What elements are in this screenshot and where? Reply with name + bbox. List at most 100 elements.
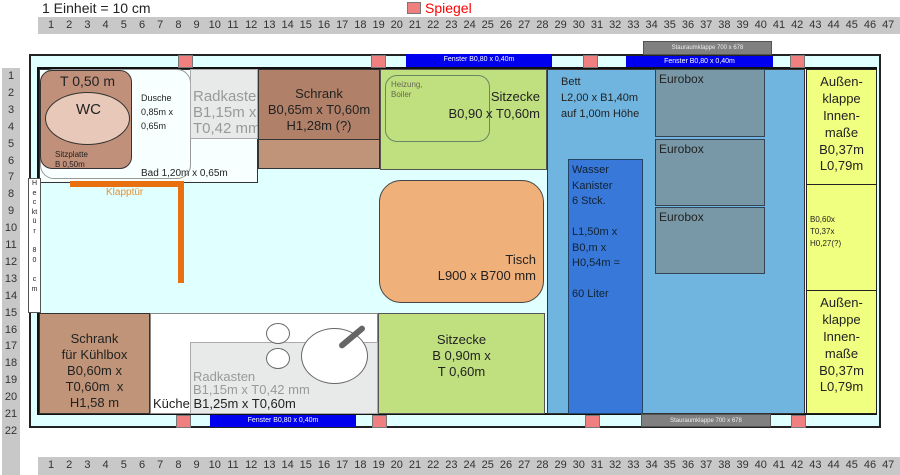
ruler-tick-label: 3 [84, 459, 91, 471]
exterior-hatch-bottom-label: Außen- klappe Innen- maße B0,37m L0,79m [819, 295, 864, 395]
ruler-tick-label: 35 [663, 459, 676, 471]
sink-icon [301, 328, 368, 384]
ruler-tick-label: 18 [354, 459, 367, 471]
table [379, 180, 544, 303]
ruler-tick-label: 15 [299, 19, 312, 31]
ruler-tick-label: 20 [390, 19, 403, 31]
seating-top [380, 69, 547, 170]
stove-burner-icon [266, 323, 290, 344]
ruler-tick-label: 3 [7, 103, 15, 116]
ruler-tick-label: 23 [445, 459, 458, 471]
ruler-tick-label: 33 [627, 459, 640, 471]
ruler-tick-label: 8 [7, 188, 15, 201]
mirror-marker [583, 55, 598, 68]
stove-burner-icon [266, 348, 290, 369]
ruler-tick-label: 45 [845, 459, 858, 471]
ruler-tick-label: 18 [354, 19, 367, 31]
ruler-tick-label: 12 [245, 459, 258, 471]
ruler-tick-label: 6 [138, 19, 146, 31]
ruler-tick-label: 9 [193, 459, 200, 471]
mirror-marker [371, 55, 386, 68]
ruler-tick-label: 1 [47, 19, 55, 31]
cabinet-top-label: Schrank B0,65m x T0,60m H1,28m (?) [267, 86, 371, 133]
ruler-tick-label: 34 [645, 459, 658, 471]
ruler-tick-label: 7 [7, 171, 15, 184]
ruler-tick-label: 12 [4, 255, 18, 268]
ruler-tick-label: 45 [845, 19, 858, 31]
seating-bottom-label: Sitzecke B 0,90m x T 0,60m [432, 332, 491, 379]
stauraumklappe-top: Stauraumklappe 700 x 678 [643, 41, 772, 55]
ruler-tick-label: 12 [245, 19, 258, 31]
ruler-tick-label: 24 [463, 459, 476, 471]
ruler-tick-label: 40 [754, 19, 767, 31]
ruler-tick-label: 28 [536, 19, 549, 31]
ruler-tick-label: 42 [791, 19, 804, 31]
ruler-tick-label: 1 [47, 459, 55, 471]
ruler-tick-label: 16 [4, 323, 18, 336]
ruler-tick-label: 40 [754, 459, 767, 471]
ruler-tick-label: 7 [157, 19, 164, 31]
bathroom-label: Bad 1,20m x 0,65m [141, 168, 228, 179]
bed-label: Bett L2,00 x B1,40m auf 1,00m Höhe [561, 76, 640, 120]
mirror-marker [372, 415, 387, 428]
ruler-tick-label: 37 [700, 459, 713, 471]
radkasten-bottom-label: Radkasten B1,15m x T0,42 mm [193, 369, 310, 397]
ruler-tick-label: 38 [718, 19, 731, 31]
wc-bowl [45, 92, 130, 145]
ruler-tick-label: 37 [700, 19, 713, 31]
ruler-tick-label: 35 [663, 19, 676, 31]
ruler-tick-label: 26 [499, 19, 513, 31]
exterior-hatch-top: Außen- klappe Innen- maße B0,37m L0,79m [806, 69, 877, 185]
table-label: Tisch L900 x B700 mm [437, 252, 536, 283]
exterior-storage-mid-label: B0,60x T0,37x H0,27(?) [810, 215, 842, 248]
ruler-tick-label: 46 [863, 19, 877, 31]
ruler-tick-label: 26 [499, 459, 513, 471]
ruler-tick-label: 17 [4, 340, 18, 353]
ruler-tick-label: 27 [518, 459, 531, 471]
ruler-tick-label: 20 [390, 459, 403, 471]
ruler-tick-label: 30 [572, 19, 585, 31]
ruler-tick-label: 22 [427, 459, 440, 471]
ruler-tick-label: 41 [772, 459, 786, 471]
ruler-tick-label: 47 [882, 19, 895, 31]
window-bottom: Fenster B0,80 x 0,40m [210, 415, 356, 427]
heater-boiler [385, 75, 490, 142]
ruler-tick-label: 10 [208, 459, 221, 471]
shower-label: Dusche 0,85m x 0,65m [141, 93, 174, 131]
ruler-tick-label: 24 [463, 19, 476, 31]
ruler-tick-label: 4 [102, 459, 109, 471]
ruler-tick-label: 11 [5, 239, 17, 251]
fridge-cabinet [39, 313, 150, 414]
folding-door-label: Klapptür [106, 187, 144, 198]
ruler-tick-label: 17 [336, 19, 349, 31]
ruler-tick-label: 11 [227, 19, 239, 31]
ruler-tick-label: 27 [518, 19, 531, 31]
ruler-tick-label: 44 [827, 19, 840, 31]
ruler-tick-label: 38 [718, 459, 731, 471]
ruler-tick-label: 23 [445, 19, 458, 31]
mirror-marker [176, 415, 191, 428]
radkasten-top-label: Radkasten B1,15m x T0,42 mm [193, 88, 265, 137]
ruler-tick-label: 42 [791, 459, 804, 471]
ruler-tick-label: 33 [627, 19, 640, 31]
ruler-tick-label: 19 [4, 374, 18, 387]
mirror-marker [791, 415, 806, 428]
ruler-tick-label: 21 [4, 408, 18, 420]
ruler-tick-label: 25 [481, 459, 494, 471]
ruler-tick-label: 46 [863, 459, 877, 471]
ruler-tick-label: 28 [536, 459, 549, 471]
exterior-hatch-top-label: Außen- klappe Innen- maße B0,37m L0,79m [819, 74, 864, 174]
ruler-tick-label: 43 [809, 19, 822, 31]
radkasten-top [190, 69, 258, 139]
water-canisters [568, 159, 643, 414]
window-top-right: Fenster B0,80 x 0,40m [626, 56, 773, 67]
rear-door-label: H e c kt ü r 8 0 c m [31, 180, 38, 293]
kitchen-label: Küche B1,25m x T0,60m [153, 396, 296, 411]
ruler-tick-label: 10 [4, 222, 18, 235]
folding-door-horizontal [70, 181, 184, 187]
ruler-tick-label: 21 [408, 19, 422, 31]
sitzplatte-label: Sitzplatte B 0,50m [55, 150, 88, 169]
ruler-tick-label: 36 [681, 459, 695, 471]
